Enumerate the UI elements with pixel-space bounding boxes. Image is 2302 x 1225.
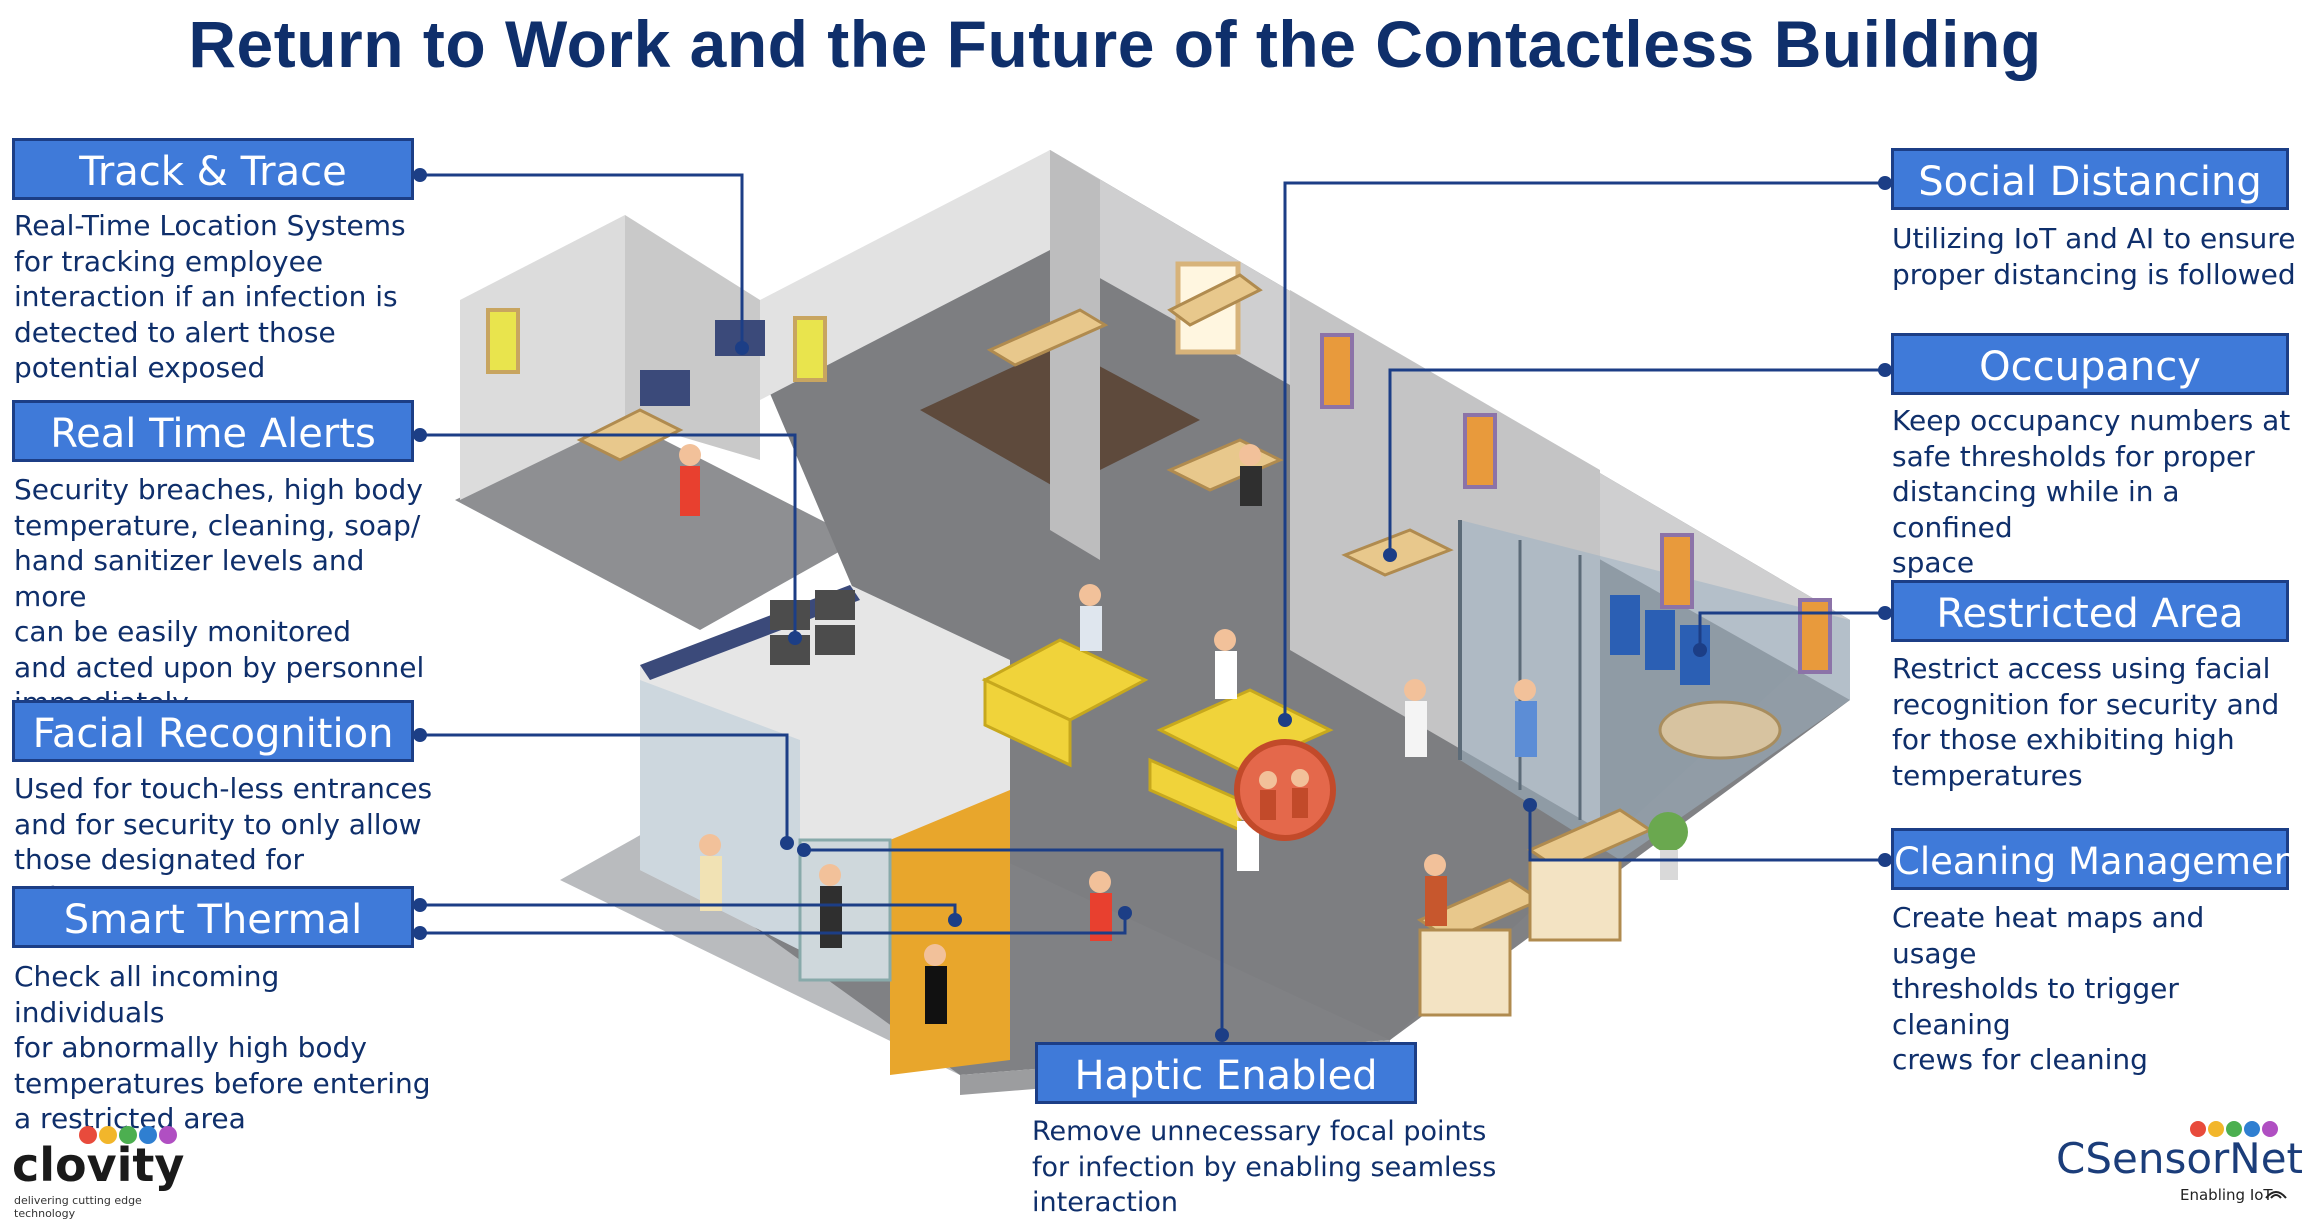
clovity-logo-dots xyxy=(79,1126,177,1144)
csensornet-logo-dots xyxy=(2190,1121,2278,1137)
left-room-floor xyxy=(455,420,860,630)
glass-partition xyxy=(1460,520,1850,860)
server-racks xyxy=(1610,595,1710,685)
smart-thermal-heading: Smart Thermal xyxy=(63,897,363,943)
restricted-area-heading: Restricted Area xyxy=(1936,591,2244,637)
office-back-wall-left xyxy=(760,150,1050,400)
entrance-glass xyxy=(640,680,800,950)
occupancy-header: Occupancy xyxy=(1891,333,2289,395)
cleaning-management-heading: Cleaning Management xyxy=(1894,840,2302,883)
haptic-enabled-description: Remove unnecessary focal points for infe… xyxy=(1032,1116,1497,1218)
restricted-area-header: Restricted Area xyxy=(1891,580,2289,642)
restricted-area-description: Restrict access using facial recognition… xyxy=(1892,652,2280,792)
security-monitors xyxy=(640,320,855,665)
real-time-alerts-description: Security breaches, high body temperature… xyxy=(14,473,425,719)
haptic-enabled-heading: Haptic Enabled xyxy=(1074,1053,1378,1099)
smart-thermal-description: Check all incoming individuals for abnor… xyxy=(14,960,431,1135)
track-trace-header: Track & Trace xyxy=(12,138,414,200)
csensornet-logo: CSensorNet Enabling IoT xyxy=(2050,1118,2302,1208)
wall-picture xyxy=(1798,598,1832,674)
wall-picture xyxy=(1320,333,1354,409)
sofas xyxy=(981,638,1334,833)
wall-edge xyxy=(1050,150,1100,560)
track-trace-description: Real-Time Location Systems for tracking … xyxy=(14,209,406,384)
social-distancing-highlight xyxy=(1234,739,1336,841)
social-distancing-description: Utilizing IoT and AI to ensure proper di… xyxy=(1892,222,2296,291)
real-time-alerts-header: Real Time Alerts xyxy=(12,400,414,462)
occupancy-heading: Occupancy xyxy=(1979,344,2201,390)
wall-picture xyxy=(486,308,520,374)
csensornet-logo-tagline: Enabling IoT xyxy=(2180,1186,2273,1204)
page-title: Return to Work and the Future of the Con… xyxy=(188,7,2042,81)
social-distancing-header: Social Distancing xyxy=(1891,148,2289,210)
clovity-logo: clovity delivering cutting edge technolo… xyxy=(12,1120,197,1220)
wall-picture xyxy=(1463,413,1497,489)
facial-recognition-header: Facial Recognition xyxy=(12,700,414,762)
haptic-enabled-header: Haptic Enabled xyxy=(1035,1042,1417,1104)
clovity-logo-tagline: delivering cutting edge technology xyxy=(14,1194,142,1220)
smart-thermal-header: Smart Thermal xyxy=(12,886,414,948)
social-distancing-heading: Social Distancing xyxy=(1918,159,2262,205)
connector-dots xyxy=(413,168,1892,1042)
facial-recognition-heading: Facial Recognition xyxy=(32,711,394,757)
meeting-table xyxy=(1658,700,1782,760)
wall-picture xyxy=(793,316,827,382)
wifi-signal-icon xyxy=(2265,1191,2287,1199)
csensornet-logo-name: CSensorNet xyxy=(2056,1134,2302,1183)
left-room-back-wall xyxy=(460,215,625,500)
wall-picture xyxy=(1660,533,1694,609)
plant xyxy=(1648,812,1688,852)
cleaning-management-header: Cleaning Management xyxy=(1891,828,2302,890)
desks xyxy=(576,273,1654,942)
real-time-alerts-heading: Real Time Alerts xyxy=(50,411,376,457)
connector-lines xyxy=(420,173,1885,1035)
occupancy-description: Keep occupancy numbers at safe threshold… xyxy=(1892,404,2291,579)
track-trace-heading: Track & Trace xyxy=(79,149,347,195)
clovity-logo-name: clovity xyxy=(12,1138,185,1192)
cleaning-management-description: Create heat maps and usage thresholds to… xyxy=(1892,901,2205,1076)
thermal-gate xyxy=(798,838,892,982)
